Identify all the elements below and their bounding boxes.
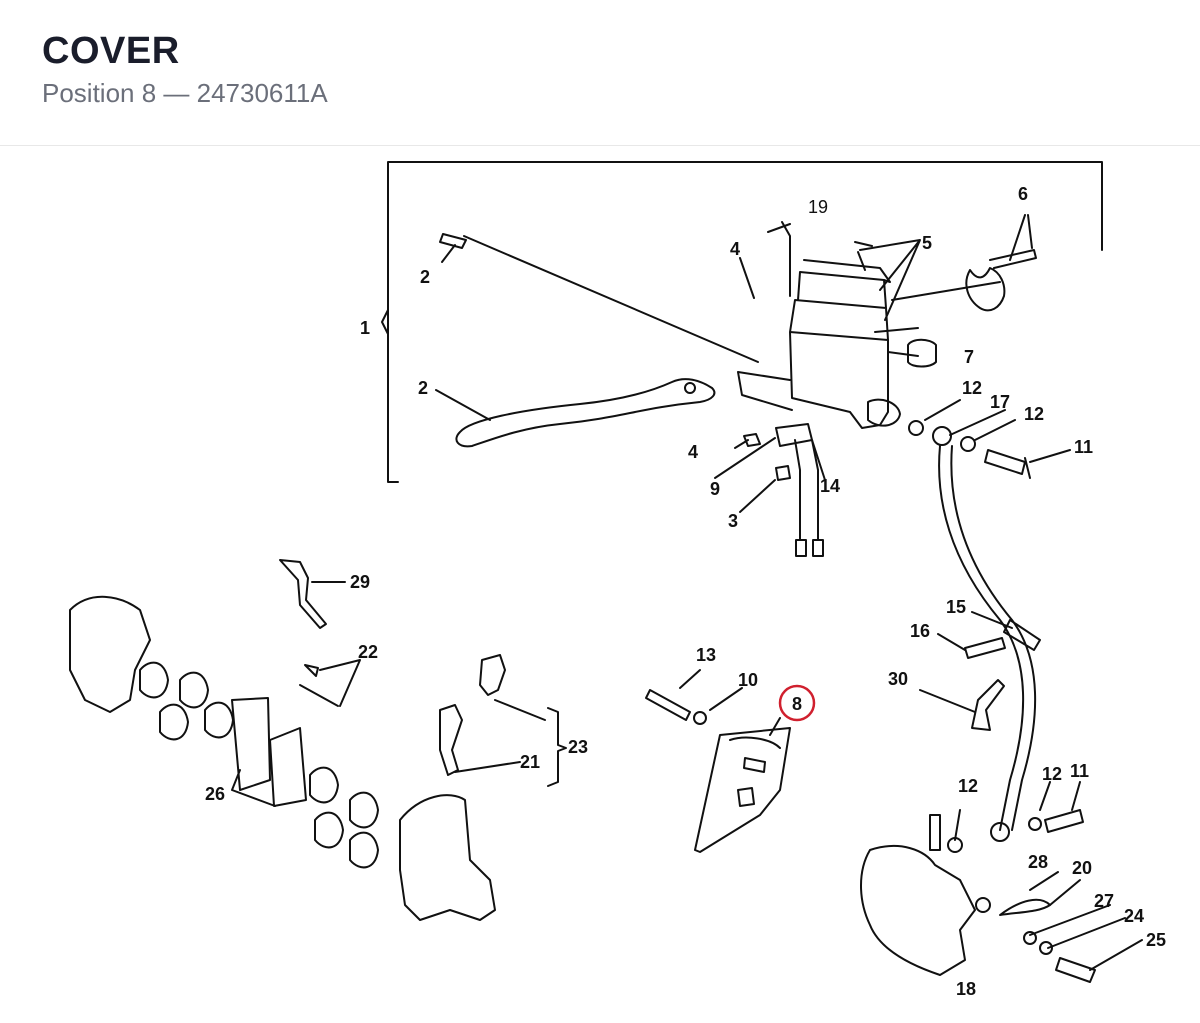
washer xyxy=(1028,817,1042,831)
washer xyxy=(908,420,924,436)
caliper-bolt xyxy=(1055,957,1096,983)
callout-labels: 1 2 2 3 4 4 5 6 7 9 10 11 11 12 12 12 12… xyxy=(205,184,1166,999)
page-header: COVER Position 8 — 24730611A xyxy=(0,0,1200,146)
washer xyxy=(693,711,707,725)
exploded-view-drawing: 1 2 2 3 4 4 5 6 7 9 10 11 11 12 12 12 12… xyxy=(69,161,1166,999)
svg-text:5: 5 xyxy=(922,233,932,253)
svg-text:12: 12 xyxy=(1042,764,1062,784)
leader-lines-left xyxy=(231,581,546,807)
svg-text:23: 23 xyxy=(568,737,588,757)
switch-wires xyxy=(775,423,819,541)
svg-text:4: 4 xyxy=(688,442,698,462)
washer xyxy=(947,837,963,853)
nut xyxy=(743,433,791,481)
banjo-fitting xyxy=(932,426,952,446)
caliper-pin xyxy=(299,664,339,707)
highlighted-callout-label: 8 xyxy=(792,694,802,714)
handlebar-clamp xyxy=(965,249,1037,312)
guide xyxy=(971,679,1005,731)
leader-lines-cover xyxy=(679,669,781,736)
left-caliper-body xyxy=(399,794,496,921)
svg-text:1: 1 xyxy=(360,318,370,338)
svg-text:27: 27 xyxy=(1094,891,1114,911)
cover-part xyxy=(694,727,791,853)
right-caliper xyxy=(860,814,976,976)
pin-clip xyxy=(999,898,1051,916)
assembly-bracket xyxy=(387,161,1103,483)
svg-text:25: 25 xyxy=(1146,930,1166,950)
svg-text:28: 28 xyxy=(1028,852,1048,872)
banjo-fitting xyxy=(990,822,1010,842)
caliper-pistons-2 xyxy=(309,766,379,869)
banjo-bolt xyxy=(984,449,1031,479)
grommet xyxy=(907,338,937,368)
cover-bolt xyxy=(645,689,691,721)
svg-text:12: 12 xyxy=(962,378,982,398)
lever-pin xyxy=(439,233,467,249)
master-cylinder xyxy=(737,259,901,429)
svg-text:13: 13 xyxy=(696,645,716,665)
svg-text:9: 9 xyxy=(710,479,720,499)
svg-text:11: 11 xyxy=(1074,437,1093,457)
svg-text:19: 19 xyxy=(808,197,828,217)
svg-text:10: 10 xyxy=(738,670,758,690)
hose-clamp xyxy=(1003,619,1041,651)
lid-screws xyxy=(781,221,873,297)
brace-1 xyxy=(381,309,389,335)
svg-text:26: 26 xyxy=(205,784,225,804)
brake-hose xyxy=(938,445,1037,831)
svg-text:20: 20 xyxy=(1072,858,1092,878)
page-subtitle: Position 8 — 24730611A xyxy=(42,78,328,108)
pad-spring xyxy=(279,559,327,629)
banjo-bolt xyxy=(1044,809,1084,833)
hose-bracket xyxy=(439,704,463,776)
svg-text:29: 29 xyxy=(350,572,370,592)
svg-text:3: 3 xyxy=(728,511,738,531)
svg-text:6: 6 xyxy=(1018,184,1028,204)
svg-text:2: 2 xyxy=(420,267,430,287)
svg-text:24: 24 xyxy=(1124,906,1144,926)
leader-lines-right xyxy=(919,611,1143,971)
svg-text:16: 16 xyxy=(910,621,930,641)
svg-text:14: 14 xyxy=(820,476,840,496)
brake-pads xyxy=(231,697,307,807)
brake-lever xyxy=(455,378,716,448)
highlight-marker: 8 xyxy=(778,684,816,722)
page-title: COVER xyxy=(42,30,180,72)
svg-text:18: 18 xyxy=(956,979,976,999)
svg-text:12: 12 xyxy=(958,776,978,796)
caliper-pistons xyxy=(139,661,234,741)
svg-text:15: 15 xyxy=(946,597,966,617)
svg-text:11: 11 xyxy=(1070,761,1089,781)
svg-text:7: 7 xyxy=(964,347,974,367)
svg-text:2: 2 xyxy=(418,378,428,398)
svg-text:17: 17 xyxy=(990,392,1010,412)
svg-text:4: 4 xyxy=(730,239,740,259)
svg-text:21: 21 xyxy=(520,752,540,772)
hose-bolt xyxy=(964,637,1006,659)
leader-lines-top xyxy=(435,214,1071,513)
svg-text:12: 12 xyxy=(1024,404,1044,424)
washer xyxy=(960,436,976,452)
bleed-valve xyxy=(479,654,506,696)
brace-23 xyxy=(547,707,567,787)
parts-diagram: 1 2 2 3 4 4 5 6 7 9 10 11 11 12 12 12 12… xyxy=(0,146,1200,1023)
svg-text:30: 30 xyxy=(888,669,908,689)
left-caliper xyxy=(69,595,151,713)
svg-text:22: 22 xyxy=(358,642,378,662)
